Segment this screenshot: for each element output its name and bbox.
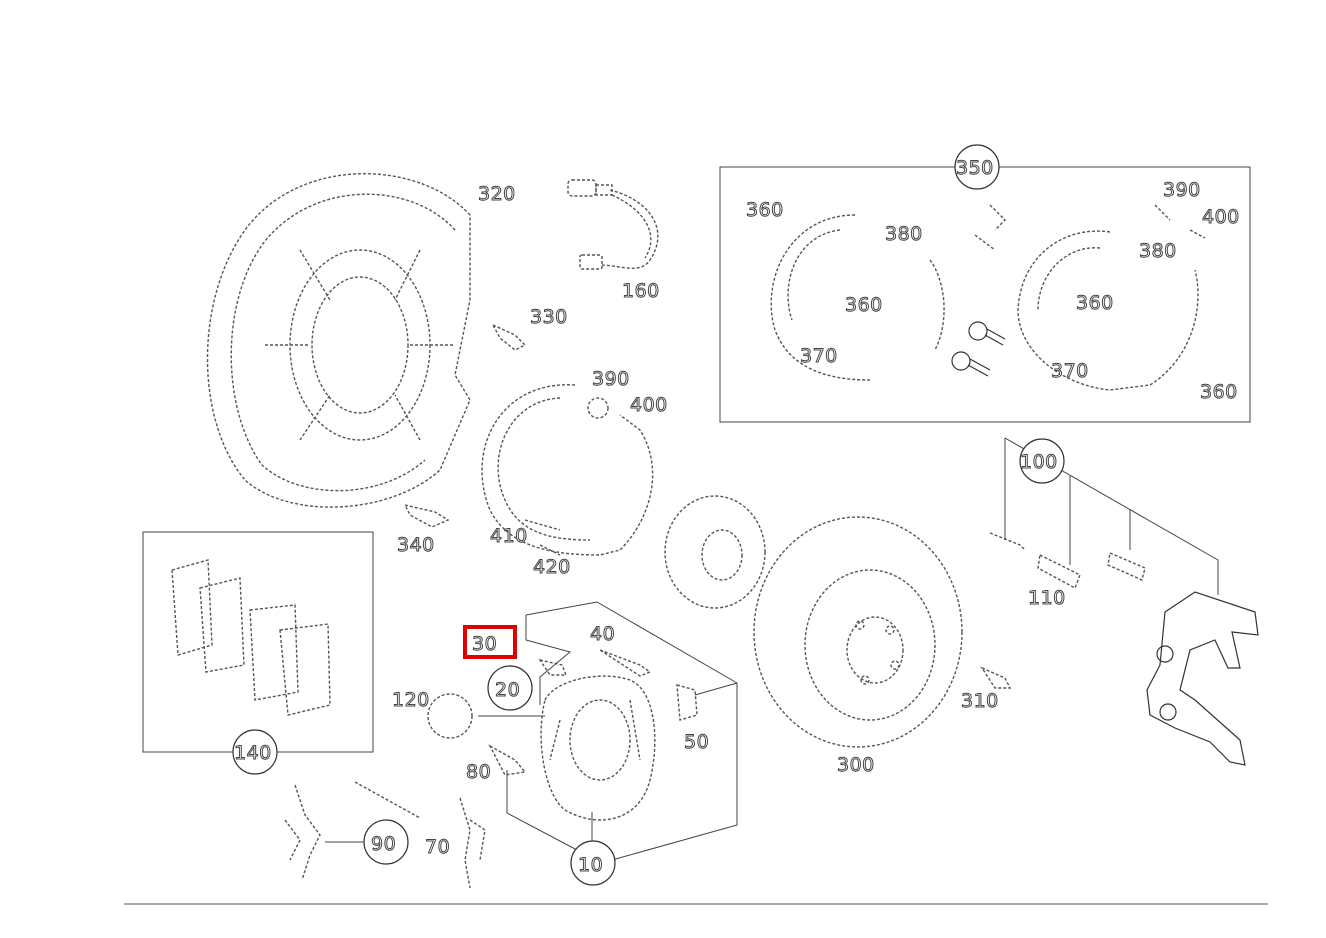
dust-shield-part[interactable] [206,172,471,508]
part-label-390-b[interactable]: 390 [1163,179,1201,202]
part-label-380-b[interactable]: 380 [1139,240,1177,263]
part-label-370-b[interactable]: 370 [1051,360,1089,383]
screw-310-part[interactable] [980,666,1012,689]
leader-lines [325,437,1219,861]
part-label-360-a[interactable]: 360 [746,199,784,222]
parking-brake-shoe-part[interactable] [481,384,654,556]
part-label-10[interactable]: 10 [578,854,604,877]
screw-330-part[interactable] [491,323,527,351]
part-label-330[interactable]: 330 [530,306,568,329]
callout-circle-20[interactable] [487,665,533,711]
guide-pin-110-part[interactable] [989,532,1146,589]
part-label-100[interactable]: 100 [1020,451,1058,474]
part-label-360-c[interactable]: 360 [1076,292,1114,315]
part-label-140[interactable]: 140 [234,742,272,765]
wear-sensor-part[interactable] [567,179,659,270]
part-label-350[interactable]: 350 [956,157,994,180]
callout-circle-100[interactable] [1019,438,1065,484]
wheel-hub-part[interactable] [664,495,766,609]
part-label-370-a[interactable]: 370 [800,345,838,368]
callout-circle-90[interactable] [363,819,409,865]
part-label-340[interactable]: 340 [397,534,435,557]
anti-rattle-spring-90-part[interactable] [284,781,421,881]
part-label-310[interactable]: 310 [961,690,999,713]
spring-70-part[interactable] [459,797,486,889]
part-label-380-a[interactable]: 380 [885,223,923,246]
part-label-410[interactable]: 410 [490,525,528,548]
part-label-420[interactable]: 420 [533,556,571,579]
selected-part-highlight [463,625,517,659]
part-label-390[interactable]: 390 [592,368,630,391]
callout-circle-350[interactable] [954,144,1000,190]
bleeder-40-part[interactable] [599,649,652,677]
part-label-360-d[interactable]: 360 [1200,381,1238,404]
bolt-30-part[interactable] [538,658,568,676]
callout-circle-140[interactable] [232,729,278,775]
brake-pads-part[interactable] [171,559,331,716]
part-label-400[interactable]: 400 [630,394,668,417]
part-label-90[interactable]: 90 [371,833,397,856]
part-label-300[interactable]: 300 [837,754,875,777]
cap-50-part[interactable] [676,684,698,721]
shoe-bolts-part[interactable] [951,321,1006,377]
brake-disc-part[interactable] [753,516,963,748]
shoe-set-box [719,166,1251,423]
part-label-120[interactable]: 120 [392,689,430,712]
part-label-400-b[interactable]: 400 [1202,206,1240,229]
part-label-360-b[interactable]: 360 [845,294,883,317]
callout-circle-10[interactable] [570,840,616,886]
part-label-160[interactable]: 160 [622,280,660,303]
part-label-110[interactable]: 110 [1028,587,1066,610]
part-label-40[interactable]: 40 [590,623,616,646]
bolt-80-part[interactable] [488,744,527,776]
screw-340-part[interactable] [403,503,450,528]
caliper-part[interactable] [540,675,656,821]
part-label-80[interactable]: 80 [466,761,492,784]
brake-shoe-set-part[interactable] [770,204,1206,391]
caliper-bracket-part[interactable] [1146,591,1259,766]
part-label-50[interactable]: 50 [684,731,710,754]
part-label-70[interactable]: 70 [425,836,451,859]
part-label-320[interactable]: 320 [478,183,516,206]
part-label-20[interactable]: 20 [495,679,521,702]
part-label-30[interactable]: 30 [472,633,498,656]
cover-120-part[interactable] [427,693,473,739]
